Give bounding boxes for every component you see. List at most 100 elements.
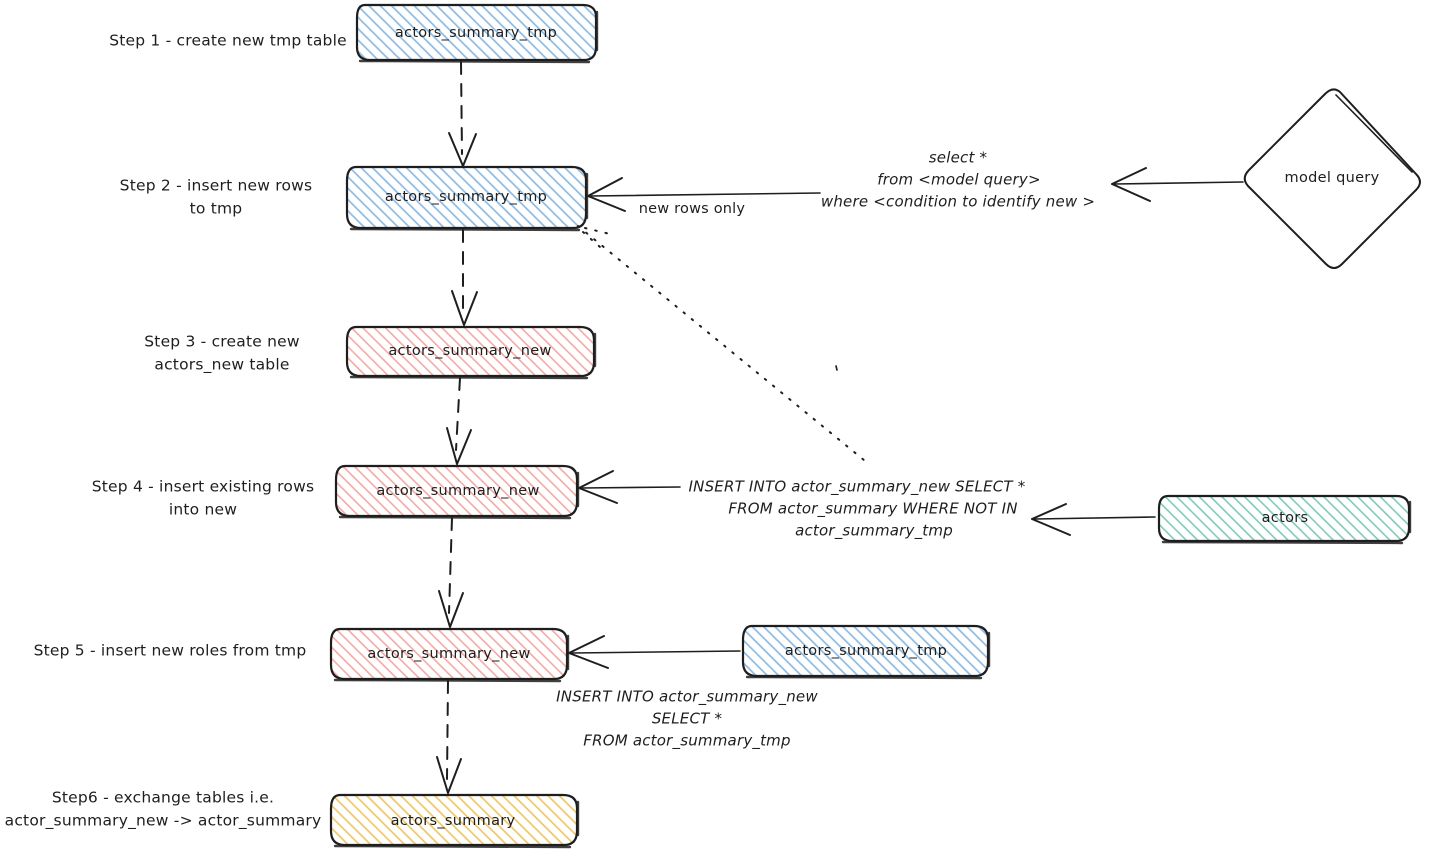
node-label: actors_summary	[391, 813, 516, 829]
edge-line	[460, 61, 463, 155]
step-label-line: Step 3 - create new	[144, 333, 300, 351]
step-label-3: Step 3 - create new actors_new table	[144, 333, 300, 375]
sql-line: FROM actor_summary_tmp	[583, 732, 790, 751]
arrowhead-icon	[578, 470, 618, 504]
sql-line: SELECT *	[652, 710, 723, 728]
step-label-line: Step 4 - insert existing rows	[92, 478, 315, 496]
node-label: actors_summary_new	[388, 343, 551, 359]
node-tmp-step2[interactable]: actors_summary_tmp	[345, 165, 589, 232]
edge-label-step4-sql: INSERT INTO actor_summary_new SELECT * F…	[689, 478, 1026, 541]
stray-mark	[835, 365, 838, 371]
step-label-line: Step 2 - insert new rows	[120, 177, 313, 195]
sql-line: INSERT INTO actor_summary_new SELECT *	[689, 478, 1026, 497]
edge-line	[455, 377, 461, 451]
step-label-line: actors_new table	[154, 356, 289, 375]
node-tmp-step1[interactable]: actors_summary_tmp	[355, 3, 599, 64]
step-label-1: Step 1 - create new tmp table	[109, 32, 347, 50]
arrowhead-icon	[451, 290, 478, 326]
step-label-line: into new	[169, 501, 237, 519]
node-shape	[355, 3, 598, 62]
node-label: actors	[1262, 510, 1309, 526]
node-sketch-edge	[333, 800, 580, 849]
node-new-step3[interactable]: actors_summary_new	[345, 325, 597, 380]
arrowhead-icon	[1111, 167, 1151, 202]
arrowhead-icon	[1031, 503, 1071, 536]
edge-line	[577, 225, 871, 466]
edge-line	[1034, 516, 1156, 520]
edge-line	[446, 680, 449, 780]
edge-line	[571, 650, 741, 654]
sql-line: from <model query>	[877, 171, 1041, 189]
edge-step4-sql-to-node	[578, 470, 681, 504]
sql-line: INSERT INTO actor_summary_new	[556, 688, 818, 707]
node-sketch-edge	[358, 10, 599, 64]
step-label-line: Step 5 - insert new roles from tmp	[34, 642, 307, 660]
node-sketch-edge	[349, 332, 597, 380]
node-shape	[334, 464, 579, 518]
edge-step3-to-step4	[446, 377, 472, 465]
edge-step4-to-step5	[438, 517, 464, 628]
node-shape	[329, 627, 569, 681]
edge-label-model-query-sql: select * from <model query> where <condi…	[821, 149, 1095, 211]
node-summary-step6[interactable]: actors_summary	[329, 793, 580, 849]
arrowhead-icon	[568, 635, 609, 669]
edge-step1-to-step2	[448, 61, 477, 167]
node-shape	[345, 325, 596, 378]
sql-line: FROM actor_summary WHERE NOT IN	[728, 500, 1017, 519]
step-label-5: Step 5 - insert new roles from tmp	[34, 642, 307, 660]
sql-line: actor_summary_tmp	[795, 522, 953, 541]
step-label-line: Step6 - exchange tables i.e.	[52, 789, 274, 807]
node-label: actors_summary_new	[367, 646, 530, 662]
node-shape	[1243, 88, 1421, 269]
node-shape	[329, 793, 579, 847]
edge-label-step5-sql: INSERT INTO actor_summary_new SELECT * F…	[556, 688, 818, 751]
node-label: actors_summary_tmp	[395, 25, 557, 41]
arrowhead-icon	[448, 132, 477, 167]
node-sketch-edge	[745, 631, 991, 680]
arrowhead-icon	[446, 427, 472, 465]
node-label: actors_summary_tmp	[785, 643, 947, 659]
arrowhead-icon	[587, 177, 626, 212]
node-tmp-step5-source[interactable]: actors_summary_tmp	[741, 624, 991, 680]
node-model-query[interactable]: model query	[1243, 88, 1421, 269]
step-label-line: actor_summary_new -> actor_summary	[5, 812, 322, 831]
node-shape	[741, 624, 990, 678]
node-sketch-edge	[338, 471, 580, 520]
edge-step2-dotted-to-step4-sql	[577, 225, 871, 466]
step-label-2: Step 2 - insert new rows to tmp	[120, 177, 313, 218]
edge-actors-to-step4-sql	[1031, 503, 1156, 536]
node-sketch-edge	[1335, 94, 1413, 173]
sql-line: where <condition to identify new >	[821, 193, 1095, 211]
node-sketch-edge	[1161, 500, 1412, 545]
node-label: actors_summary_tmp	[385, 189, 547, 205]
sql-line: select *	[929, 149, 988, 167]
node-label: actors_summary_new	[376, 483, 539, 499]
arrowhead-icon	[438, 590, 464, 628]
node-actors-source[interactable]: actors	[1157, 494, 1412, 545]
edge-line-branch	[584, 227, 611, 235]
edge-label-text: new rows only	[639, 201, 746, 217]
step-label-6: Step6 - exchange tables i.e. actor_summa…	[5, 789, 322, 831]
edge-line	[448, 517, 453, 614]
step-label-line: Step 1 - create new tmp table	[109, 32, 347, 50]
edge-tmp-to-step5	[568, 635, 741, 669]
node-shape	[345, 165, 588, 230]
node-new-step5[interactable]: actors_summary_new	[329, 627, 570, 683]
edge-modelquery-diamond-to-sql	[1111, 167, 1244, 202]
edge-line	[581, 486, 681, 489]
edge-line	[590, 192, 821, 197]
edge-line-branch2	[582, 231, 601, 248]
arrowhead-icon	[436, 756, 462, 794]
step-label-line: to tmp	[190, 200, 243, 218]
stray-dot	[835, 365, 838, 371]
node-new-step4[interactable]: actors_summary_new	[334, 464, 580, 520]
edge-step5-to-step6	[436, 680, 462, 794]
step-label-4: Step 4 - insert existing rows into new	[92, 478, 315, 519]
node-shape	[1157, 494, 1411, 543]
node-label: model query	[1285, 170, 1380, 186]
edge-model-query-to-step2	[587, 177, 821, 212]
edge-label-new-rows-only: new rows only	[639, 201, 746, 217]
edge-line	[1114, 181, 1244, 185]
